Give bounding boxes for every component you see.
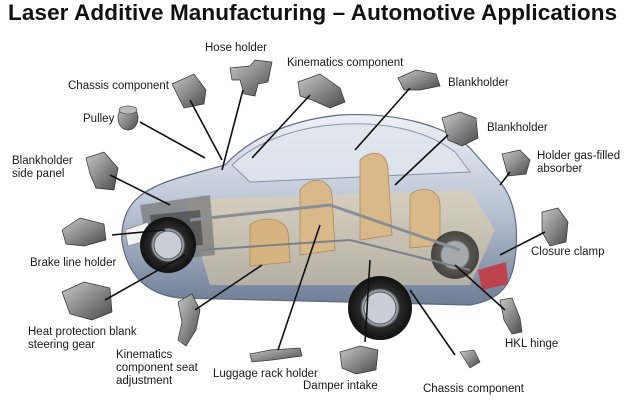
part-hkl-hinge: [499, 297, 523, 335]
part-luggage-rack-holder: [249, 347, 303, 363]
label-kinematics-seat-line2: component seat: [116, 362, 198, 374]
label-blankholder-side-panel-line2: side panel: [12, 168, 65, 180]
part-heat-protection-blank: [61, 281, 113, 321]
part-hose-holder: [229, 59, 273, 97]
label-kinematics-component: Kinematics component: [287, 57, 404, 69]
part-closure-clamp: [541, 207, 569, 247]
label-chassis-component-bottom: Chassis component: [423, 383, 524, 395]
label-blankholder-top: Blankholder: [448, 77, 509, 89]
label-heat-protection-blank: Heat protection blank steering gear: [28, 326, 137, 352]
label-hose-holder: Hose holder: [205, 42, 268, 54]
car-body: [121, 113, 518, 340]
label-pulley: Pulley: [83, 113, 115, 125]
label-hkl-hinge: HKL hinge: [505, 338, 559, 350]
label-blankholder-side-panel-line1: Blankholder: [12, 155, 73, 167]
label-holder-gas-absorber-line2: absorber: [537, 163, 583, 175]
part-holder-gas-absorber: [501, 149, 531, 177]
part-kinematics-component: [297, 73, 346, 109]
part-chassis-component-top: [171, 73, 207, 109]
label-kinematics-seat-adjustment: Kinematics component seat adjustment: [116, 349, 198, 388]
label-chassis-component-top: Chassis component: [68, 80, 169, 92]
part-kinematics-seat: [177, 293, 201, 347]
label-closure-clamp: Closure clamp: [531, 246, 605, 258]
leader-lines: [104, 87, 546, 356]
label-heat-protection-line2: steering gear: [28, 339, 96, 351]
part-pulley: [117, 105, 139, 131]
label-heat-protection-line1: Heat protection blank: [28, 326, 137, 338]
part-blankholder-top: [397, 69, 441, 91]
label-holder-gas-absorber-line1: Holder gas-filled: [537, 150, 621, 162]
part-chassis-component-bottom: [459, 349, 481, 369]
part-blankholder-side-panel: [85, 151, 119, 191]
part-brake-line-holder: [61, 217, 107, 247]
label-brake-line-holder: Brake line holder: [30, 257, 117, 269]
page-title: Laser Additive Manufacturing – Automotiv…: [8, 0, 618, 25]
label-blankholder-side-panel: Blankholder side panel: [12, 155, 73, 181]
label-blankholder-right: Blankholder: [487, 122, 548, 134]
label-holder-gas-absorber: Holder gas-filled absorber: [537, 150, 620, 176]
label-damper-intake: Damper intake: [303, 380, 378, 392]
part-blankholder-right: [441, 111, 479, 147]
label-kinematics-seat-line1: Kinematics: [116, 349, 173, 361]
part-damper-intake: [339, 345, 379, 375]
label-luggage-rack-holder: Luggage rack holder: [213, 368, 318, 380]
label-kinematics-seat-line3: adjustment: [116, 375, 173, 387]
